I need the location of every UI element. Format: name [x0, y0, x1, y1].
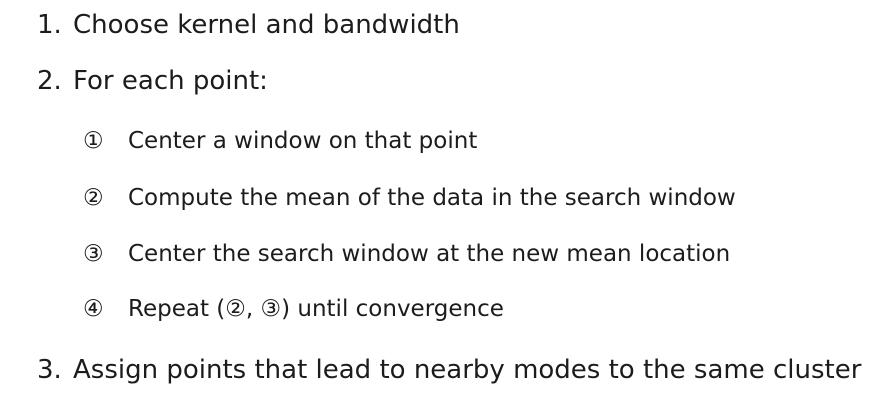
list-item-number: 2.	[37, 66, 62, 96]
sub-item-text: Center a window on that point	[128, 128, 478, 154]
sub-item-recenter-window: ③ Center the search window at the new me…	[83, 243, 730, 266]
list-item-for-each-point: 2. For each point:	[37, 68, 268, 94]
sub-item-center-window: ① Center a window on that point	[83, 130, 477, 153]
list-item-number: 1.	[37, 10, 62, 40]
circled-number-2: ②	[83, 185, 104, 211]
sub-item-text: Center the search window at the new mean…	[128, 241, 731, 267]
sub-item-text: Repeat (②, ③) until convergence	[128, 296, 504, 322]
sub-item-compute-mean: ② Compute the mean of the data in the se…	[83, 187, 736, 210]
list-item-text: Assign points that lead to nearby modes …	[73, 355, 862, 385]
list-item-choose-kernel: 1. Choose kernel and bandwidth	[37, 12, 460, 38]
sub-item-text: Compute the mean of the data in the sear…	[128, 185, 736, 211]
sub-item-repeat-until-convergence: ④ Repeat (②, ③) until convergence	[83, 298, 504, 321]
list-item-assign-points: 3. Assign points that lead to nearby mod…	[37, 357, 861, 383]
list-item-number: 3.	[37, 355, 62, 385]
list-item-text: For each point:	[73, 66, 268, 96]
list-item-text: Choose kernel and bandwidth	[73, 10, 460, 40]
circled-number-3: ③	[83, 241, 104, 267]
circled-number-1: ①	[83, 128, 104, 154]
circled-number-4: ④	[83, 296, 104, 322]
